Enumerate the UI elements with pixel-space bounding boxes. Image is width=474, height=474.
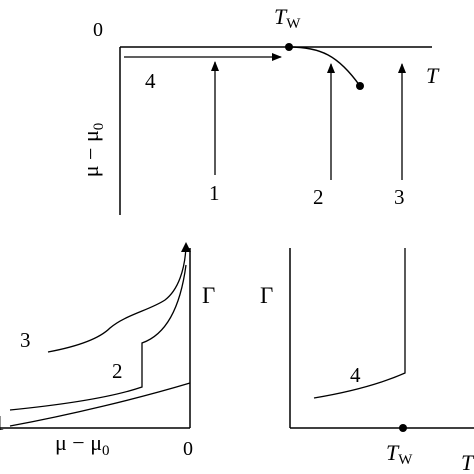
bottom-left-panel: 3 2 1 Γ μ − μ0 0 [0, 242, 215, 460]
wetting-point [285, 43, 293, 51]
top-tw-label: TW [274, 4, 301, 32]
prewetting-line [288, 46, 361, 87]
top-yaxis-label: μ − μ0 [78, 123, 107, 178]
br-wetting-point [399, 424, 407, 432]
top-panel: 0 μ − μ0 TW T 4 1 2 3 [78, 4, 440, 215]
path-3-label: 3 [394, 185, 405, 209]
br-tw-label: TW [386, 440, 413, 468]
bl-curve-1 [9, 382, 191, 427]
bl-curve-3-arrowhead [181, 242, 191, 252]
path-1-label: 1 [209, 181, 220, 205]
bl-xaxis-label: μ − μ0 [55, 430, 110, 459]
bl-curve-2 [9, 264, 187, 411]
path-2-label: 2 [313, 185, 324, 209]
bl-curve-3-label: 3 [20, 328, 31, 352]
bl-curve-2-label: 2 [112, 359, 123, 383]
bl-curve-1-label: 1 [0, 411, 5, 435]
br-curve-4 [313, 248, 406, 399]
top-zero-label: 0 [93, 19, 103, 41]
bottom-right-panel: Γ 4 TW T [260, 248, 474, 474]
prewetting-critical-point [356, 82, 364, 90]
br-curve-4-label: 4 [350, 363, 361, 387]
svg-text:μ − μ0: μ − μ0 [78, 123, 107, 178]
path-4-label: 4 [145, 69, 156, 93]
br-T-label: T [461, 450, 474, 474]
bl-gamma-label: Γ [202, 283, 215, 308]
bl-curve-3 [47, 245, 187, 353]
br-gamma-label: Γ [260, 283, 273, 308]
top-T-label: T [426, 63, 440, 88]
bl-zero-label: 0 [183, 438, 193, 460]
